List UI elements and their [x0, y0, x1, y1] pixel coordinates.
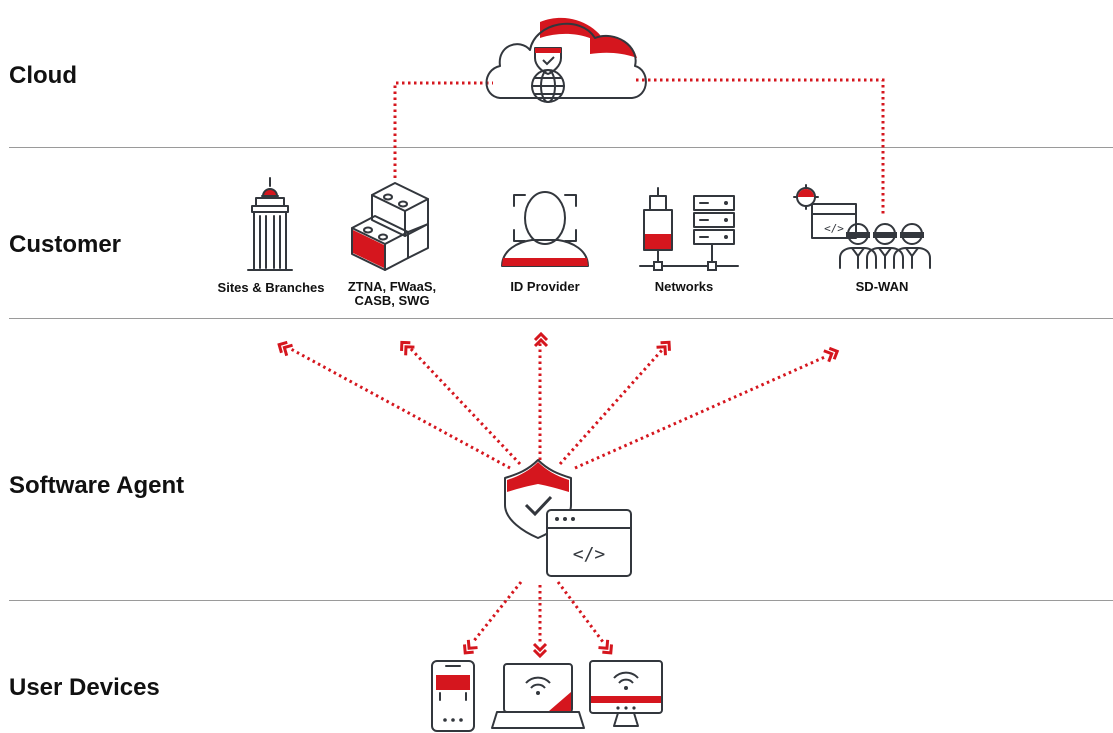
shield-code-window-icon: </> — [504, 459, 632, 577]
node-label-sdwan: SD-WAN — [855, 279, 909, 294]
layer-label-customer: Customer — [9, 231, 122, 258]
smartphone-wifi-icon — [431, 660, 475, 732]
face-id-icon — [501, 191, 589, 267]
laptop-wifi-icon — [491, 663, 585, 729]
svg-text:</>: </> — [824, 222, 844, 235]
agent-to-devices-connectors — [459, 581, 617, 659]
divider-customer-agent — [9, 318, 1113, 319]
node-label-idp: ID Provider — [510, 279, 580, 294]
divider-cloud-customer — [9, 147, 1113, 148]
building-tower-icon — [247, 177, 293, 271]
svg-text:</>: </> — [573, 544, 606, 565]
divider-agent-devices — [9, 600, 1113, 601]
connector-cloud-ztna — [393, 81, 493, 178]
desktop-wifi-icon — [589, 660, 663, 727]
cloud-shield-globe-icon — [485, 17, 647, 103]
layer-label-software-agent: Software Agent — [9, 472, 185, 499]
agent-to-customer-connectors — [274, 332, 842, 470]
network-servers-icon — [639, 187, 739, 271]
connector-cloud-sdwan — [636, 78, 885, 214]
node-label-sites: Sites & Branches — [217, 280, 325, 295]
stacked-boxes-icon — [351, 182, 429, 271]
layer-label-user-devices: User Devices — [9, 674, 160, 701]
node-label-ztna: ZTNA, FWaaS, CASB, SWG — [347, 279, 437, 308]
layer-label-cloud: Cloud — [9, 62, 77, 89]
node-label-networks: Networks — [654, 279, 714, 294]
team-code-window-icon: </> — [793, 184, 931, 269]
